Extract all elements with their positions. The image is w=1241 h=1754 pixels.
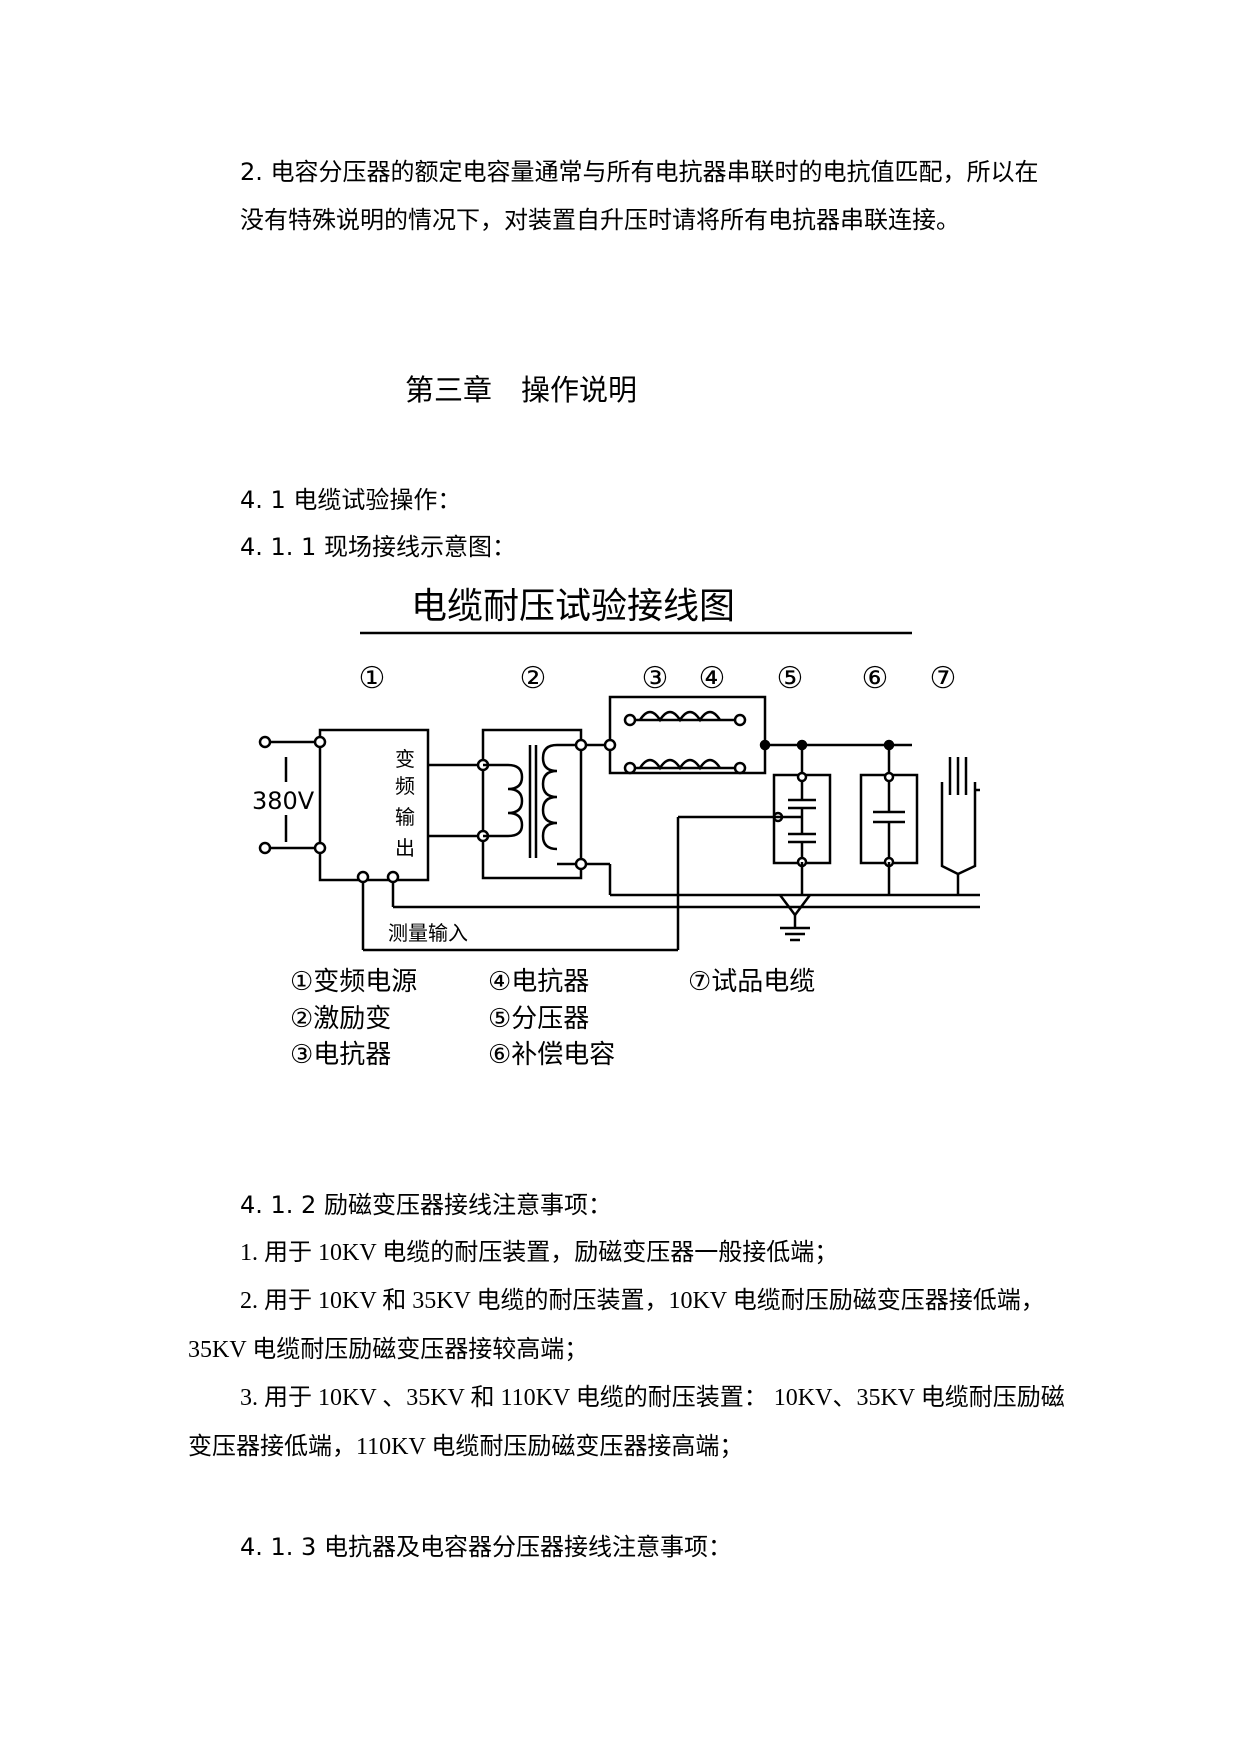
- legend-item: ④电抗器: [488, 967, 589, 997]
- transformer-box: [481, 728, 583, 880]
- section-heading: 4. 1. 2 励磁变压器接线注意事项：: [240, 1191, 612, 1219]
- paragraph-line: 2. 电容分压器的额定电容量通常与所有电抗器串联时的电抗值匹配，所以在: [240, 158, 1039, 186]
- note-line: 3. 用于 10KV 、35KV 和 110KV 电缆的耐压装置： 10KV、3…: [240, 1385, 1065, 1411]
- reactor-bank: [608, 695, 767, 775]
- legend-item: ①变频电源: [290, 967, 417, 997]
- wiring-diagram: 电缆耐压试验接线图 ① ② ③ ④ ⑤ ⑥ ⑦ 380V 变 频 输 出 测量输…: [252, 586, 980, 1070]
- note-line: 2. 用于 10KV 和 35KV 电缆的耐压装置，10KV 电缆耐压励磁变压器…: [240, 1288, 1045, 1314]
- legend-item: ③电抗器: [290, 1040, 391, 1070]
- component-number: ②: [520, 661, 547, 696]
- note-line: 35KV 电缆耐压励磁变压器接较高端；: [188, 1337, 589, 1363]
- legend-item: ⑤分压器: [488, 1004, 589, 1034]
- section-heading: 4. 1. 1 现场接线示意图：: [240, 533, 516, 561]
- vfd-label-char: 频: [395, 774, 415, 798]
- component-number: ①: [359, 661, 386, 696]
- note-line: 1. 用于 10KV 电缆的耐压装置，励磁变压器一般接低端；: [240, 1240, 839, 1266]
- diagram-title: 电缆耐压试验接线图: [411, 586, 735, 627]
- legend-item: ②激励变: [290, 1004, 391, 1034]
- measure-input-label: 测量输入: [388, 921, 468, 945]
- section-heading: 4. 1. 3 电抗器及电容器分压器接线注意事项：: [240, 1533, 732, 1561]
- component-number: ⑤: [777, 661, 804, 696]
- component-number: ⑦: [930, 661, 957, 696]
- section-heading: 4. 1 电缆试验操作：: [240, 486, 462, 514]
- legend-item: ⑥补偿电容: [488, 1040, 615, 1070]
- test-cable: [940, 782, 977, 876]
- vfd-box: [318, 728, 430, 882]
- vfd-label-char: 出: [395, 836, 415, 860]
- paragraph-line: 没有特殊说明的情况下，对装置自升压时请将所有电抗器串联连接。: [240, 206, 960, 234]
- component-number: ⑥: [862, 661, 889, 696]
- note-line: 变压器接低端，110KV 电缆耐压励磁变压器接高端；: [188, 1434, 744, 1460]
- component-number: ④: [699, 661, 726, 696]
- chapter-title: 第三章 操作说明: [405, 373, 638, 407]
- legend-item: ⑦试品电缆: [688, 967, 815, 997]
- voltage-label: 380V: [252, 787, 315, 815]
- vfd-label-char: 变: [395, 747, 415, 771]
- component-number: ③: [642, 661, 669, 696]
- vfd-label-char: 输: [395, 805, 415, 829]
